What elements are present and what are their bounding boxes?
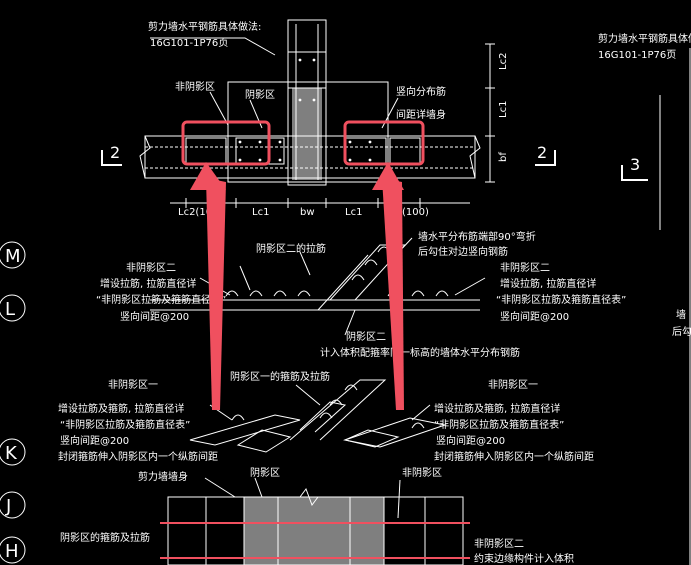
iso-low-left-3: 竖向间距@200 — [60, 434, 129, 447]
bottom-label-wall: 剪力墙墙身 — [138, 470, 188, 483]
dim-lc2: Lc2 — [498, 53, 509, 70]
iso-up-right-3: 竖向间距@200 — [500, 310, 569, 323]
iso-up-left-3: 竖向间距@200 — [120, 310, 189, 323]
dim-bottom-3: bw — [300, 207, 315, 218]
iso-up-label-top2: 后勾住对边竖向钢筋 — [418, 245, 508, 258]
right-ref: 16G101-1P76页 — [598, 49, 676, 61]
iso-low-right-2: “非阴影区拉筋及箍筋直径表” — [434, 418, 564, 431]
dim-bf: bf — [498, 152, 509, 162]
section-2-right: 2 — [537, 143, 547, 162]
dim-bottom-5: (100) — [402, 207, 429, 218]
bottom-detail — [167, 477, 464, 565]
highlight-box-right — [343, 120, 425, 166]
top-ref: 16G101-1P76页 — [150, 37, 228, 49]
dim-bottom-1: Lc2(100) — [178, 207, 222, 218]
iso-low-left-2: “非阴影区拉筋及箍筋直径表” — [60, 418, 190, 431]
iso-lower — [189, 379, 447, 453]
axis-m: M — [5, 246, 21, 267]
axis-k: K — [5, 443, 18, 464]
dim-bottom-4: Lc1 — [345, 207, 362, 218]
bottom-label-shadow: 阴影区 — [250, 467, 280, 479]
iso-up-left-1: 增设拉筋, 拉筋直径详 — [100, 277, 196, 290]
top-label-vertical: 竖向分布筋 — [396, 85, 446, 98]
top-label-non-shadow: 非阴影区 — [175, 81, 215, 93]
iso-up-bottom-2: 计入体积配箍率同一标高的墙体水平分布钢筋 — [320, 346, 520, 359]
iso-up-left-title: 非阴影区二 — [126, 262, 176, 274]
highlight-box-left — [181, 120, 271, 166]
arrow-right — [382, 178, 404, 410]
iso-low-right-1: 增设拉筋及箍筋, 拉筋直径详 — [434, 402, 560, 415]
right-partial-1: 墙 — [676, 308, 686, 321]
bottom-label-non-shadow2: 非阴影区二 — [474, 538, 524, 550]
bottom-label-non-shadow: 非阴影区 — [402, 467, 442, 479]
bottom-label-hoops: 阴影区的箍筋及拉筋 — [60, 531, 150, 544]
dim-lc1-right: Lc1 — [498, 101, 509, 118]
arrow-left-head — [190, 162, 226, 190]
axis-j: J — [5, 496, 11, 517]
iso-up-right-title: 非阴影区二 — [500, 262, 550, 274]
top-label-vertical-2: 间距详墙身 — [396, 108, 446, 121]
iso-up-right-2: “非阴影区拉筋及箍筋直径表” — [496, 293, 626, 306]
iso-up-left-2: “非阴影区拉筋及箍筋直径表” — [96, 293, 226, 306]
iso-low-right-4: 封闭箍筋伸入阴影区内一个纵筋间距 — [434, 450, 594, 463]
top-label-shadow: 阴影区 — [245, 89, 275, 101]
section-2-left: 2 — [110, 143, 120, 162]
arrow-right-head — [372, 162, 404, 190]
top-title: 剪力墙水平钢筋具体做法: — [148, 20, 261, 33]
section-3: 3 — [630, 155, 640, 174]
iso-low-right-title: 非阴影区一 — [488, 379, 538, 391]
iso-low-right-3: 竖向间距@200 — [436, 434, 505, 447]
iso-up-shadow2-ties: 阴影区二的拉筋 — [256, 242, 326, 255]
top-plan-detail — [101, 19, 556, 208]
right-detail — [621, 48, 691, 565]
axis-bubbles — [0, 241, 26, 564]
arrow-left — [206, 178, 226, 410]
iso-low-left-4: 封闭箍筋伸入阴影区内一个纵筋间距 — [58, 450, 218, 463]
iso-up-bottom: 阴影区二 — [346, 331, 386, 343]
bottom-label-partial: 约束边缘构件计入体积 — [474, 552, 574, 565]
dim-bottom-2: Lc1 — [252, 207, 269, 218]
right-title: 剪力墙水平钢筋具体做 — [598, 32, 691, 45]
iso-low-label-top: 阴影区一的箍筋及拉筋 — [230, 370, 330, 383]
iso-low-left-1: 增设拉筋及箍筋, 拉筋直径详 — [58, 402, 184, 415]
iso-low-left-title: 非阴影区一 — [108, 379, 158, 391]
iso-up-right-1: 增设拉筋, 拉筋直径详 — [500, 277, 596, 290]
axis-h: H — [5, 541, 19, 562]
axis-l: L — [5, 299, 15, 320]
right-partial-2: 后勾 — [672, 325, 691, 338]
iso-up-label-top: 墙水平分布筋端部90°弯折 — [418, 230, 536, 243]
